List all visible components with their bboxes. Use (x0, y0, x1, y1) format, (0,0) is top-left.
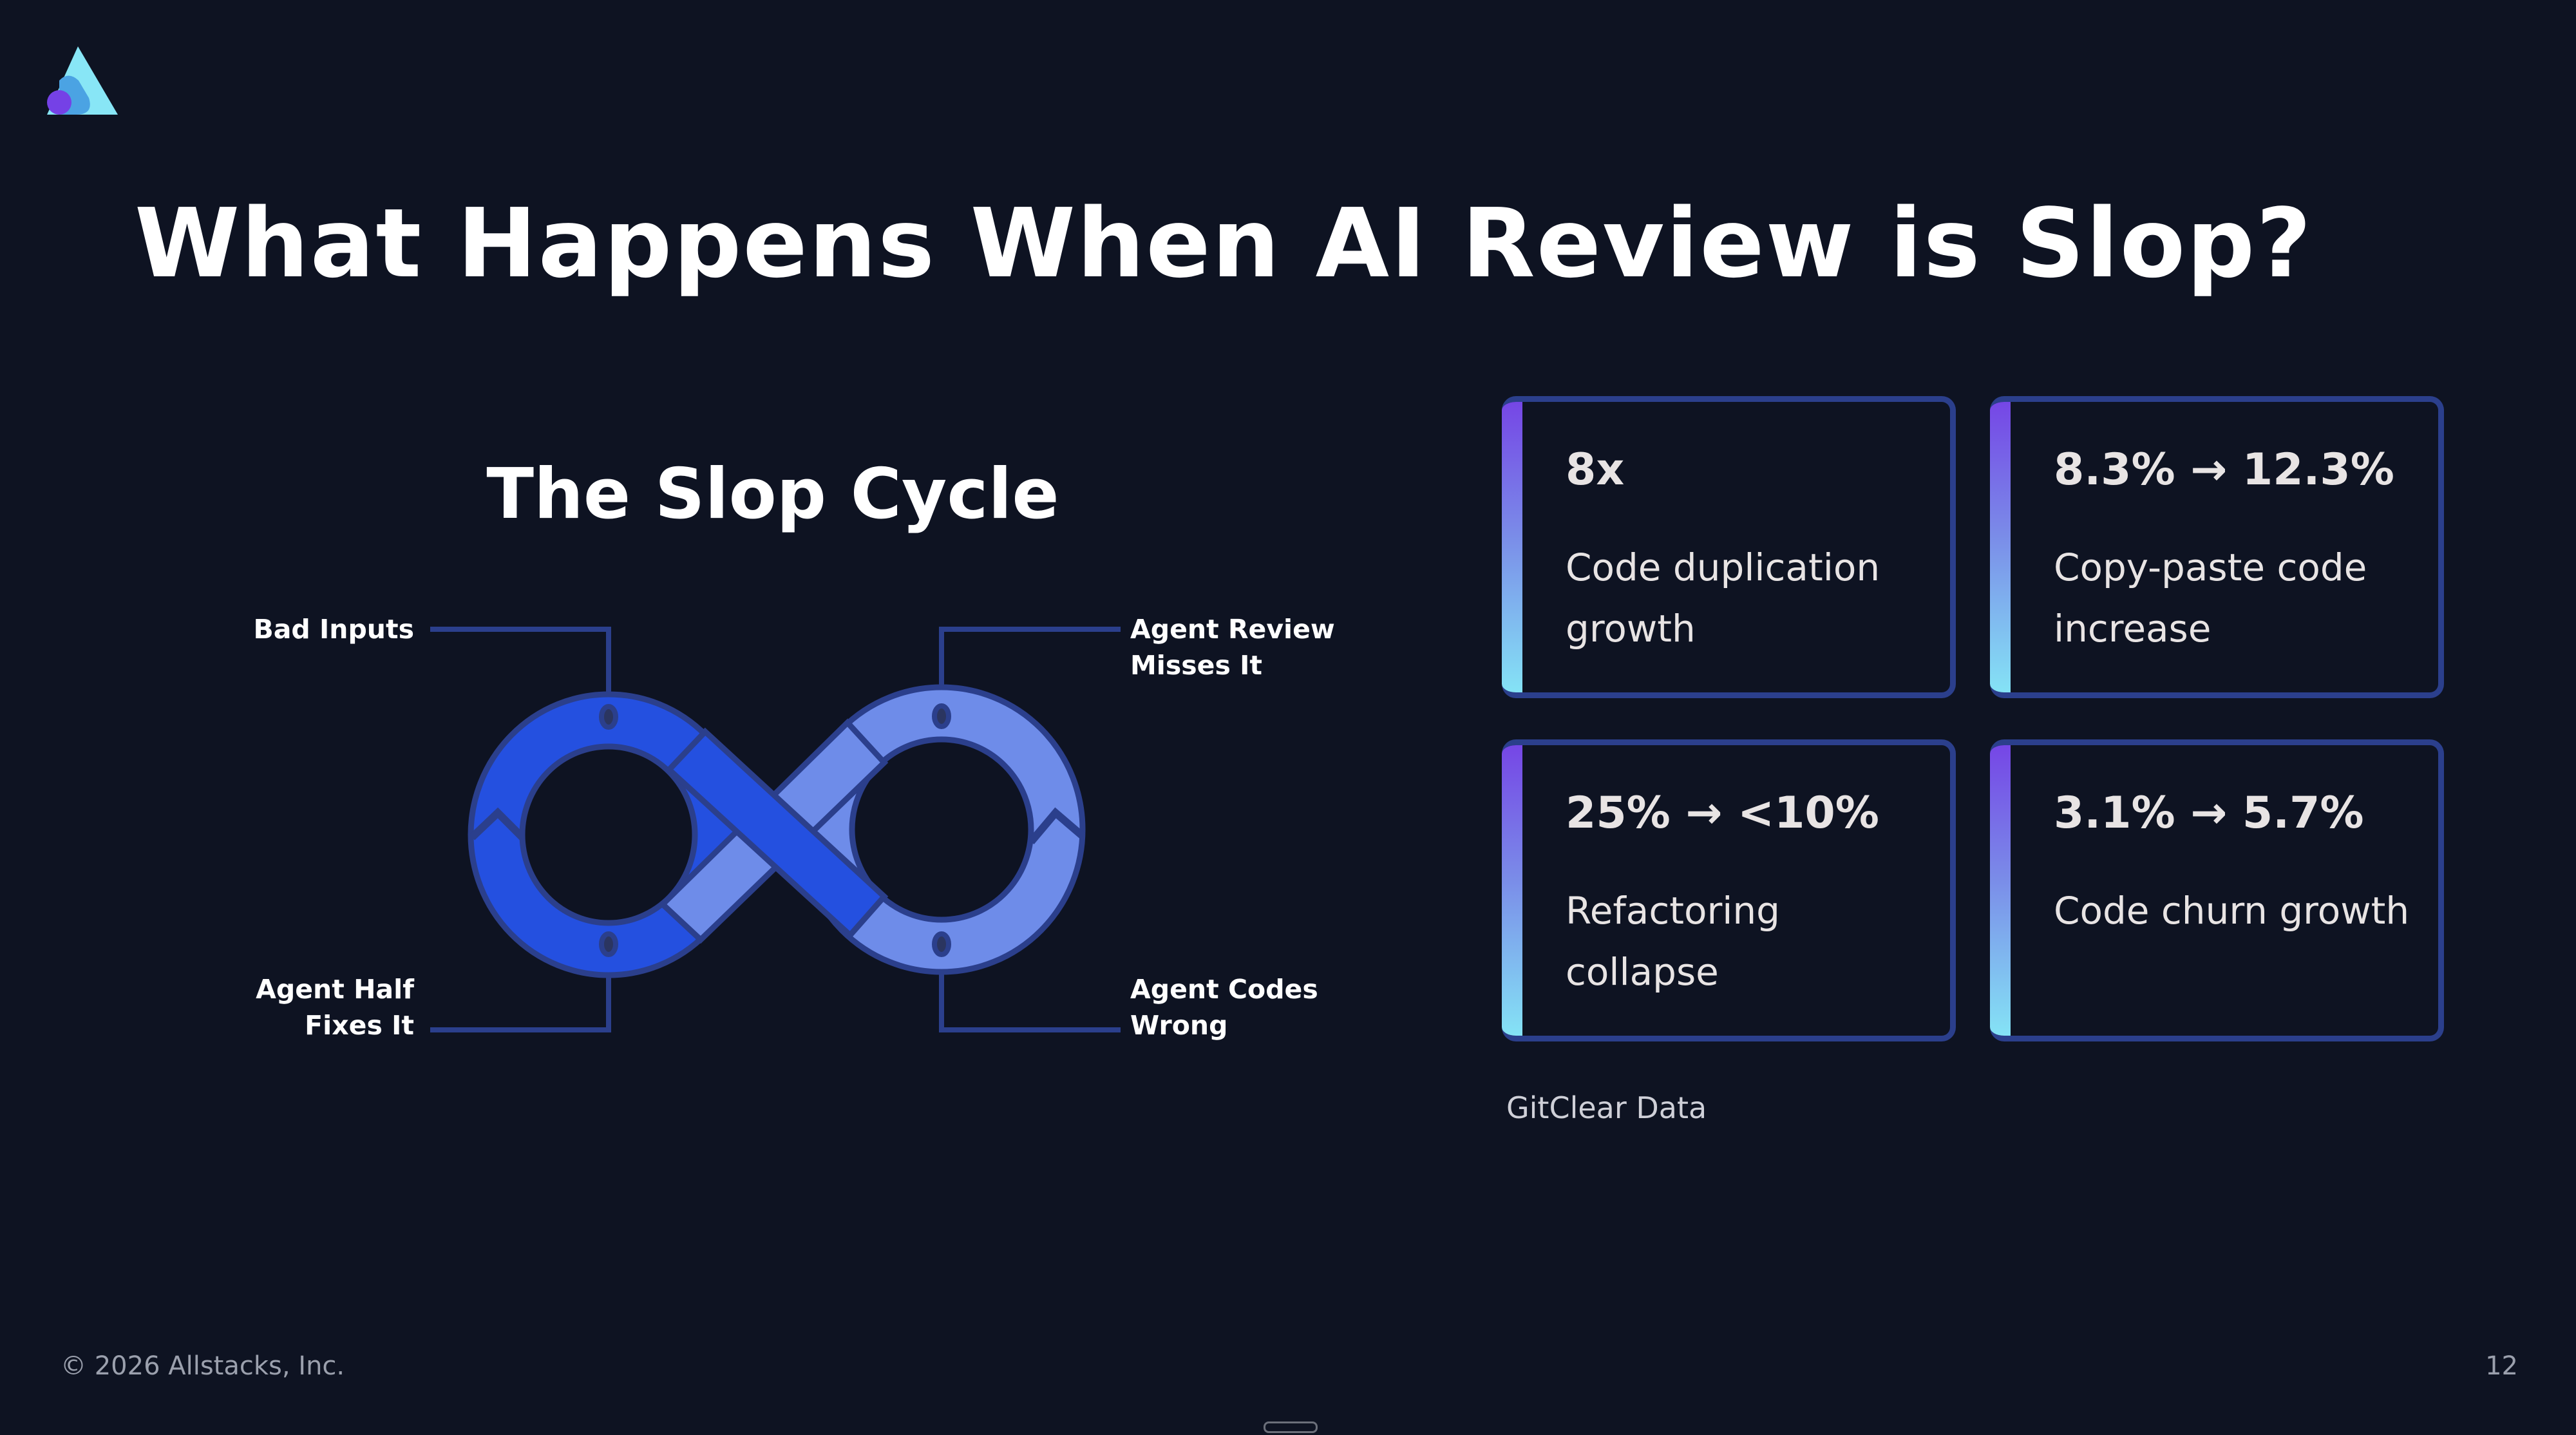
stat-value: 25% → <10% (1566, 788, 1879, 839)
node-dot-top-right (932, 703, 951, 729)
label-line: Misses It (1130, 650, 1262, 681)
accent-bar (1502, 402, 1522, 692)
stat-card-churn: 3.1% → 5.7% Code churn growth (1990, 739, 2444, 1041)
copyright-footer: © 2026 Allstacks, Inc. (61, 1351, 345, 1381)
label-agent-review-misses-it: Agent Review Misses It (1130, 611, 1335, 683)
diagram-title: The Slop Cycle (486, 454, 1059, 535)
stat-label: Code duplication growth (1566, 546, 1880, 651)
stat-card-copy-paste: 8.3% → 12.3% Copy-paste code increase (1990, 396, 2444, 698)
label-bad-inputs: Bad Inputs (253, 611, 414, 647)
stat-value: 8.3% → 12.3% (2054, 444, 2394, 495)
slide-title: What Happens When AI Review is Slop? (135, 188, 2313, 299)
stat-card-refactoring: 25% → <10% Refactoring collapse (1502, 739, 1956, 1041)
page-number: 12 (2485, 1351, 2518, 1381)
stat-label: Refactoring collapse (1566, 889, 1780, 994)
node-dot-bottom-left (599, 931, 618, 957)
label-line: Fixes It (305, 1010, 414, 1041)
connector-top-left (430, 627, 611, 717)
stat-label: Code churn growth (2054, 889, 2410, 933)
label-line: Wrong (1130, 1010, 1228, 1041)
node-dot-top-left (599, 704, 618, 730)
slide-nav-handle[interactable] (1264, 1421, 1318, 1433)
arrow-chevron-left (469, 807, 526, 841)
stat-value: 8x (1566, 444, 1625, 495)
accent-bar (1990, 745, 2011, 1036)
accent-bar (1990, 402, 2011, 692)
stat-card-duplication: 8x Code duplication growth (1502, 396, 1956, 698)
source-note: GitClear Data (1506, 1090, 1707, 1125)
stat-label: Copy-paste code increase (2054, 546, 2367, 651)
label-agent-codes-wrong: Agent Codes Wrong (1130, 971, 1318, 1043)
label-line: Agent Review (1130, 614, 1335, 645)
dark-crossing-band (665, 727, 889, 940)
accent-bar (1502, 745, 1522, 1036)
label-line: Bad Inputs (253, 614, 414, 645)
arrow-chevron-right (1028, 807, 1085, 844)
allstacks-logo (47, 46, 118, 115)
label-line: Agent Half (256, 974, 414, 1005)
stat-value: 3.1% → 5.7% (2054, 788, 2364, 839)
node-dot-bottom-right (932, 931, 951, 957)
label-agent-half-fixes-it: Agent Half Fixes It (256, 971, 414, 1043)
label-line: Agent Codes (1130, 974, 1318, 1005)
